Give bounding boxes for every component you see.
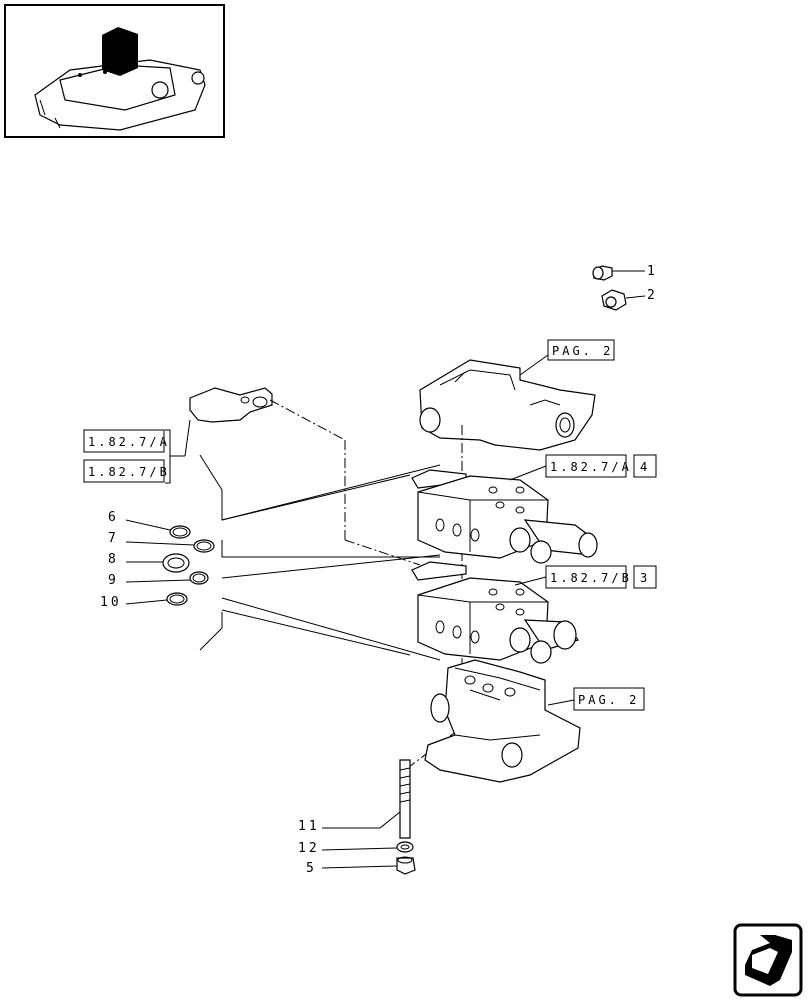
nut-5	[396, 856, 416, 875]
plug-2	[601, 289, 627, 311]
stud-bolt-11	[399, 759, 411, 839]
ref-box-upper[interactable]	[547, 339, 615, 361]
ref-valve-b[interactable]: 1.82.7/B	[550, 571, 632, 585]
ref-box-valve-b[interactable]	[545, 565, 627, 589]
ref-box-cross-b[interactable]	[83, 459, 165, 483]
ref-box-valve-a[interactable]	[545, 454, 627, 478]
ref-valve-b-qty[interactable]: 3	[640, 571, 650, 585]
ref-box-valve-a-qty[interactable]	[633, 454, 657, 478]
ref-valve-a[interactable]: 1.82.7/A	[550, 460, 632, 474]
cross-reference-group: 1.82.7/A 1.82.7/B	[83, 419, 191, 484]
callout-10: 10	[100, 595, 122, 610]
ref-cross-a[interactable]: 1.82.7/A	[88, 435, 170, 449]
support-bracket	[189, 387, 273, 423]
callout-7: 7	[108, 531, 119, 546]
ref-box-lower[interactable]	[573, 687, 645, 711]
ref-cross-b[interactable]: 1.82.7/B	[88, 465, 170, 479]
callout-9: 9	[108, 573, 119, 588]
callout-8: 8	[108, 552, 119, 567]
control-valve-upper	[411, 469, 598, 564]
callout-2: 2	[647, 288, 658, 303]
ref-box-cross-a[interactable]	[83, 429, 165, 453]
washer-12	[396, 841, 414, 853]
control-valve-lower	[411, 561, 579, 664]
callout-1: 1	[647, 264, 658, 279]
ref-upper-block[interactable]: PAG. 2	[552, 344, 613, 358]
lower-base-block	[424, 659, 581, 783]
plug-1	[592, 265, 613, 281]
callout-12: 12	[298, 841, 320, 856]
thumbnail-locator[interactable]	[4, 4, 225, 138]
ref-valve-a-qty[interactable]: 4	[640, 460, 650, 474]
next-page-arrow-icon[interactable]	[733, 923, 803, 997]
callout-5: 5	[306, 861, 317, 876]
ref-box-valve-b-qty[interactable]	[633, 565, 657, 589]
callout-11: 11	[298, 819, 320, 834]
upper-cover-block	[419, 359, 596, 451]
tractor-lift-thumbnail-icon	[34, 27, 206, 131]
ref-lower-block[interactable]: PAG. 2	[578, 693, 639, 707]
seal-kit-lines	[199, 454, 441, 661]
callout-6: 6	[108, 510, 119, 525]
seal-rings	[162, 525, 215, 606]
